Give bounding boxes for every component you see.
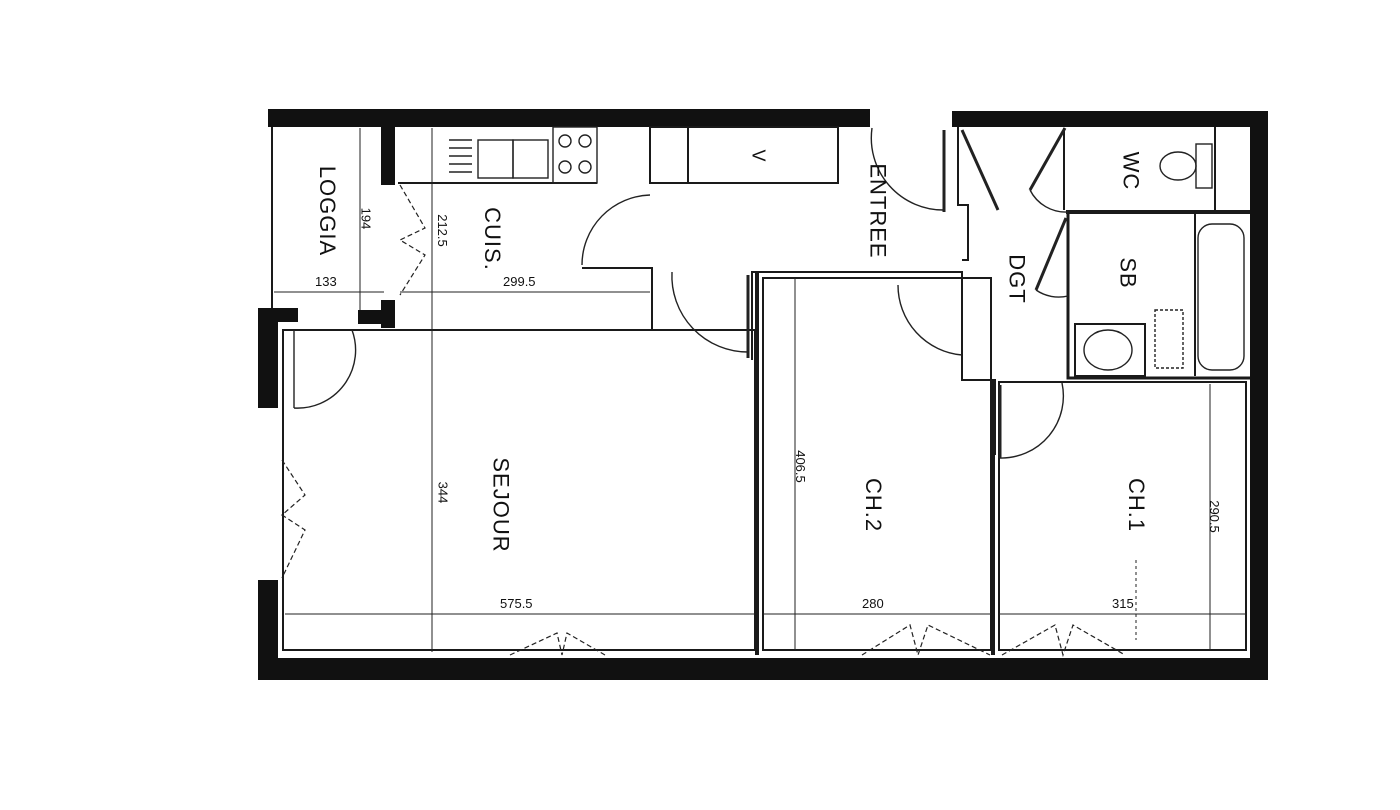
dimension-cuisine-width: 299.5: [503, 274, 536, 289]
dimension-ch2-width: 280: [862, 596, 884, 611]
room-label-loggia: LOGGIA: [315, 165, 341, 257]
closet-label: V: [748, 149, 769, 163]
exterior-walls: [258, 109, 1268, 680]
dimension-ch1-width: 315: [1112, 596, 1134, 611]
dimension-lines: [274, 128, 1246, 652]
dimension-loggia-length: 194: [358, 207, 374, 230]
room-label-ch1: CH.1: [1124, 477, 1150, 533]
dimension-loggia-width: 133: [315, 274, 337, 289]
interior-walls: [271, 126, 1250, 655]
room-label-sejour: SEJOUR: [488, 457, 514, 553]
fixtures: [449, 126, 1245, 371]
room-label-wc: WC: [1118, 151, 1144, 191]
dimension-cuisine-length: 212.5: [434, 214, 450, 247]
room-label-sb: SB: [1115, 257, 1141, 289]
room-label-ch2: CH.2: [861, 477, 887, 533]
dimension-ch2-depth: 406.5: [792, 450, 808, 483]
dimension-sejour-width: 575.5: [500, 596, 533, 611]
dimension-ch1-depth: 290.5: [1206, 500, 1222, 533]
room-label-cuisine: CUIS.: [479, 207, 505, 271]
folding-windows: [281, 184, 1126, 658]
room-label-dgt: DGT: [1004, 254, 1030, 304]
room-label-entree: ENTREE: [865, 163, 891, 259]
dimension-sejour-depth: 344: [435, 481, 451, 504]
door-swings: [293, 127, 1069, 459]
